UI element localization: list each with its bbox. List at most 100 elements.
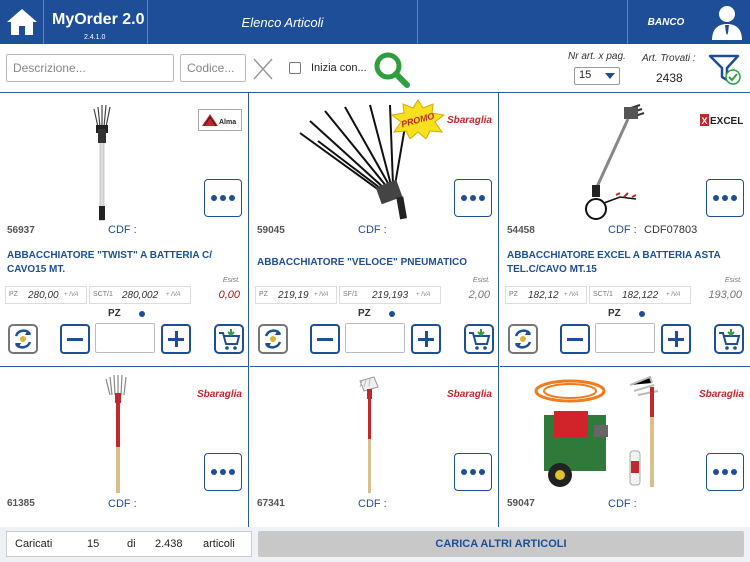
dot-icon	[731, 469, 737, 475]
product-card[interactable]: Sbaraglia 61385 CDF :	[0, 367, 249, 527]
minus-icon	[317, 338, 333, 341]
starts-with-checkbox[interactable]	[289, 62, 301, 74]
product-card[interactable]: Alma 56937 CDF : ABBACCHIATORE "TWIST" A…	[0, 93, 249, 367]
add-to-cart-icon[interactable]	[464, 324, 494, 354]
decrease-quantity-button[interactable]	[310, 324, 340, 354]
add-to-cart-icon[interactable]	[714, 324, 744, 354]
price-value: 280,002	[122, 290, 159, 301]
load-more-button[interactable]: CARICA ALTRI ARTICOLI	[258, 531, 744, 557]
product-card[interactable]: PROMO Sbaraglia 59045 CDF : ABBACCHIATOR…	[250, 93, 499, 367]
dot-icon	[479, 469, 485, 475]
dot-icon	[470, 469, 476, 475]
unit-selector-label: PZ	[358, 308, 371, 319]
promo-badge: PROMO	[390, 99, 446, 139]
product-image-rake	[105, 374, 127, 493]
price-box: SF/1 219,193 + IVA	[339, 286, 441, 304]
user-button[interactable]	[704, 0, 750, 44]
refresh-unit-icon[interactable]	[8, 324, 38, 354]
cdf-label: CDF :	[608, 498, 637, 510]
dot-icon	[229, 469, 235, 475]
clear-icon[interactable]	[252, 57, 274, 81]
home-button[interactable]	[0, 0, 44, 44]
role-label: BANCO	[647, 16, 685, 28]
unit-label: PZ	[509, 291, 518, 298]
minus-icon	[567, 338, 583, 341]
dot-icon	[461, 195, 467, 201]
iva-label: + IVA	[666, 292, 681, 298]
filter-icon[interactable]	[708, 52, 742, 86]
dot-icon	[211, 195, 217, 201]
decrease-quantity-button[interactable]	[560, 324, 590, 354]
unit-label: PZ	[9, 291, 18, 298]
price-value: 182,12	[528, 290, 559, 301]
minus-icon	[67, 338, 83, 341]
add-to-cart-icon[interactable]	[214, 324, 244, 354]
product-image-twist	[93, 104, 111, 221]
per-page-value: 15	[579, 69, 592, 81]
price-box: PZ 219,19 + IVA	[255, 286, 337, 304]
search-icon[interactable]	[372, 50, 412, 90]
per-page-select[interactable]: 15	[574, 67, 620, 85]
product-grid: Alma 56937 CDF : ABBACCHIATORE "TWIST" A…	[0, 92, 750, 527]
app-branding: MyOrder 2.0 2.4.1.0	[44, 0, 148, 44]
product-card[interactable]: Sbaraglia 67341 CDF :	[250, 367, 499, 527]
cdf-label: CDF :	[108, 498, 137, 510]
unit-label: PZ	[259, 291, 268, 298]
product-image-excel	[585, 104, 645, 220]
refresh-unit-icon[interactable]	[258, 324, 288, 354]
cdf-label: CDF :	[358, 224, 387, 236]
stock-value: 2,00	[468, 289, 490, 301]
more-options-button[interactable]	[204, 453, 242, 491]
description-input[interactable]	[6, 54, 174, 82]
starts-with-label: Inizia con...	[311, 62, 367, 74]
svg-text:Alma: Alma	[219, 119, 236, 126]
quantity-controls	[6, 323, 246, 355]
iva-label: + IVA	[166, 292, 181, 298]
dot-icon	[722, 469, 728, 475]
quantity-input[interactable]	[595, 323, 655, 353]
stock-label: Esist.	[472, 277, 490, 284]
decrease-quantity-button[interactable]	[60, 324, 90, 354]
more-options-button[interactable]	[706, 179, 744, 217]
per-page-label: Nr art. x pag.	[568, 51, 626, 62]
iva-label: + IVA	[314, 292, 329, 298]
cdf-label: CDF :	[608, 224, 637, 236]
price-value: 182,122	[622, 290, 659, 301]
price-value: 219,19	[278, 290, 309, 301]
dot-icon	[479, 195, 485, 201]
increase-quantity-button[interactable]	[411, 324, 441, 354]
more-options-button[interactable]	[454, 179, 492, 217]
brand-logo-sbaraglia: Sbaraglia	[446, 389, 492, 400]
more-options-button[interactable]	[706, 453, 744, 491]
dot-icon	[461, 469, 467, 475]
price-box: SCT/1 182,122 + IVA	[589, 286, 691, 304]
dot-icon	[722, 195, 728, 201]
price-value: 280,00	[28, 290, 59, 301]
iva-label: + IVA	[64, 292, 79, 298]
increase-quantity-button[interactable]	[161, 324, 191, 354]
quantity-input[interactable]	[95, 323, 155, 353]
product-card[interactable]: X EXCEL 54458 CDF : CDF07803 ABBACCHIATO…	[500, 93, 750, 367]
user-avatar-icon	[712, 6, 742, 40]
product-code: 54458	[507, 225, 535, 236]
more-options-button[interactable]	[204, 179, 242, 217]
product-code: 56937	[7, 225, 35, 236]
quantity-input[interactable]	[345, 323, 405, 353]
price-row: PZ 280,00 + IVA SCT/1 280,002 + IVA	[5, 286, 243, 304]
dot-icon	[220, 469, 226, 475]
price-box: PZ 280,00 + IVA	[5, 286, 87, 304]
refresh-unit-icon[interactable]	[508, 324, 538, 354]
code-input[interactable]	[180, 54, 246, 82]
cdf-label: CDF :	[108, 224, 137, 236]
product-code: 67341	[257, 498, 285, 509]
more-options-button[interactable]	[454, 453, 492, 491]
unit-selector-label: PZ	[608, 308, 621, 319]
product-card[interactable]: Sbaraglia 59047 CDF :	[500, 367, 750, 527]
home-icon	[6, 9, 37, 35]
product-code: 59045	[257, 225, 285, 236]
brand-logo-sbaraglia: Sbaraglia	[196, 389, 242, 400]
increase-quantity-button[interactable]	[661, 324, 691, 354]
price-value: 219,193	[372, 290, 409, 301]
stock-value: 193,00	[708, 289, 742, 301]
scale-label: SCT/1	[93, 291, 113, 298]
